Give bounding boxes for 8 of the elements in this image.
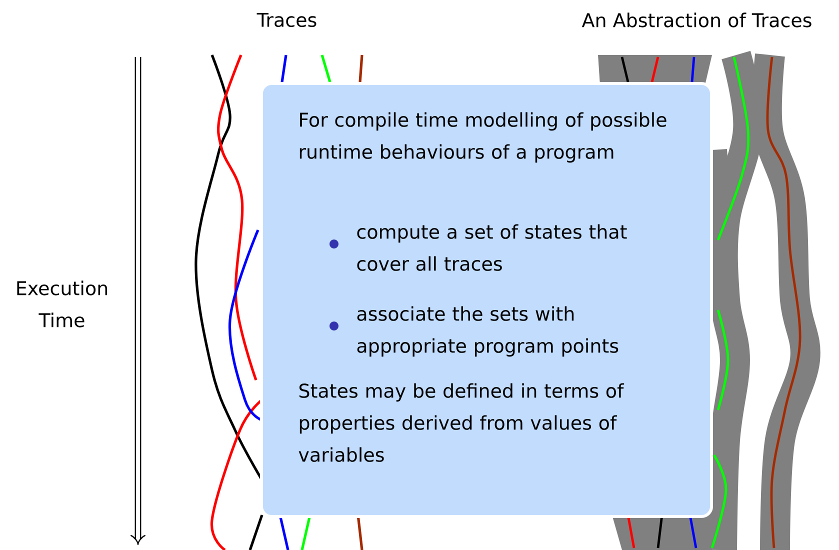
callout-box xyxy=(260,82,713,518)
heading: Traces xyxy=(256,12,316,28)
heading: An Abstraction of Traces xyxy=(582,12,812,28)
axis-label: Execution Time xyxy=(17,280,108,328)
bullet-item: compute a set of states that cover all traces xyxy=(357,224,627,271)
bullet-item: associate the sets with appropriate program points xyxy=(357,306,618,357)
paragraph: States may be defined in terms of properties derived from values of variables xyxy=(298,383,624,462)
paragraph: For compile time modelling of possible runtime behaviours of a program xyxy=(300,112,666,163)
